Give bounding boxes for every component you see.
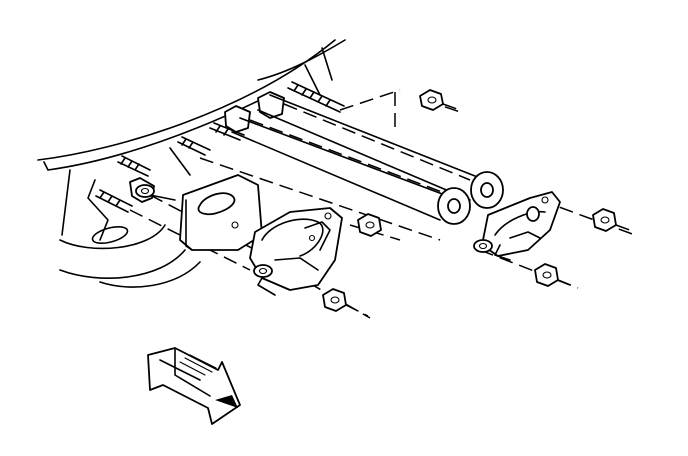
nut-top [419,89,461,111]
frame-studs [95,81,345,213]
nut [322,89,636,317]
nut-center [357,213,382,237]
spacer-plate [179,174,263,251]
frame-rail-panel [37,39,346,288]
mount-bracket-left [249,207,343,296]
washer [135,184,493,278]
nut-right-upper [592,208,636,233]
nut-bottom [322,288,369,317]
front-arrow-icon [147,347,241,425]
nut-right-lower [534,263,579,289]
spacer-tube-upper [257,94,504,209]
spacer-tube-lower [231,117,471,225]
